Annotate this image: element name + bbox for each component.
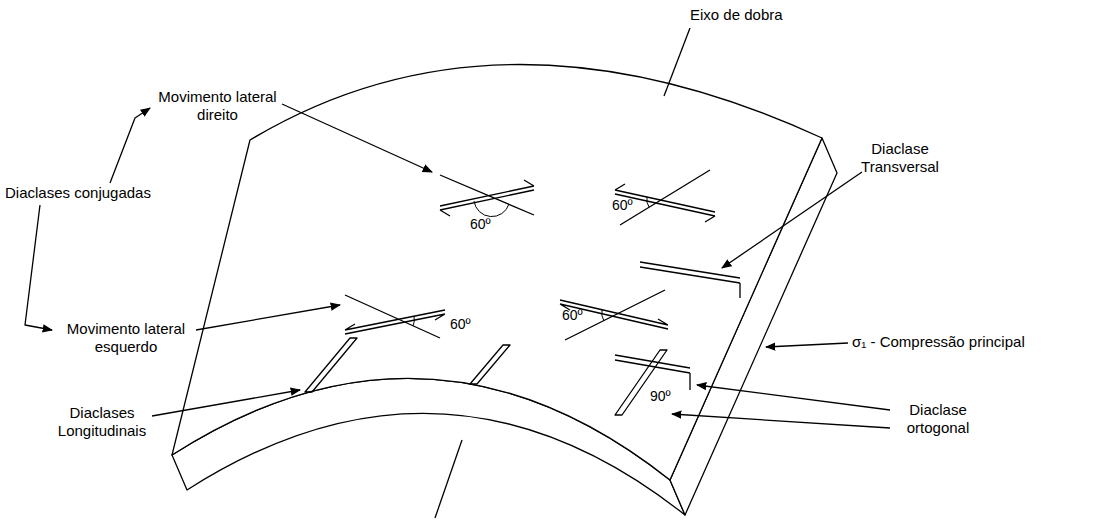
slip-joint bbox=[440, 180, 534, 216]
bracket-arrow bbox=[25, 205, 52, 330]
longitudinal-joint bbox=[470, 345, 510, 384]
angle-label: 90º bbox=[650, 388, 671, 405]
axis-label: Eixo de dobra bbox=[690, 6, 783, 24]
leader-arrow bbox=[697, 385, 890, 410]
fold-axis-line bbox=[435, 440, 462, 518]
callout-label: Movimento lateral esquerdo bbox=[56, 320, 196, 356]
callout-label: Diaclase ortogonal bbox=[893, 401, 983, 437]
callout-label: Diaclases Longitudinais bbox=[52, 404, 152, 440]
bracket-arrow bbox=[110, 108, 150, 183]
angle-arc bbox=[474, 201, 509, 217]
leader-arrow bbox=[282, 104, 432, 172]
leader-arrow bbox=[722, 172, 862, 268]
stress-label: σ₁ - Compressão principal bbox=[852, 333, 1025, 351]
angle-label: 60º bbox=[562, 307, 583, 324]
callout-label: Diaclase Transversal bbox=[850, 140, 950, 176]
orthogonal-joint bbox=[615, 355, 690, 390]
angle-label: 60º bbox=[470, 216, 491, 233]
callout-label: Movimento lateral direito bbox=[150, 88, 285, 124]
angle-label: 60º bbox=[612, 197, 633, 214]
slip-joint bbox=[560, 300, 668, 329]
slip-joint bbox=[345, 310, 445, 334]
angle-label: 60º bbox=[450, 316, 471, 333]
angle-arc bbox=[413, 316, 414, 326]
longitudinal-joint bbox=[305, 338, 357, 392]
transverse-joint bbox=[640, 262, 740, 298]
leader-arrow bbox=[152, 390, 300, 416]
fold-axis-line bbox=[664, 28, 690, 96]
group-label: Diaclases conjugadas bbox=[5, 184, 151, 202]
angle-arc bbox=[602, 310, 604, 321]
leader-arrow bbox=[196, 305, 340, 330]
leader-arrow bbox=[672, 414, 890, 428]
compression-arrow bbox=[766, 343, 848, 347]
fracture-line bbox=[440, 175, 534, 215]
angle-arc bbox=[647, 197, 649, 207]
